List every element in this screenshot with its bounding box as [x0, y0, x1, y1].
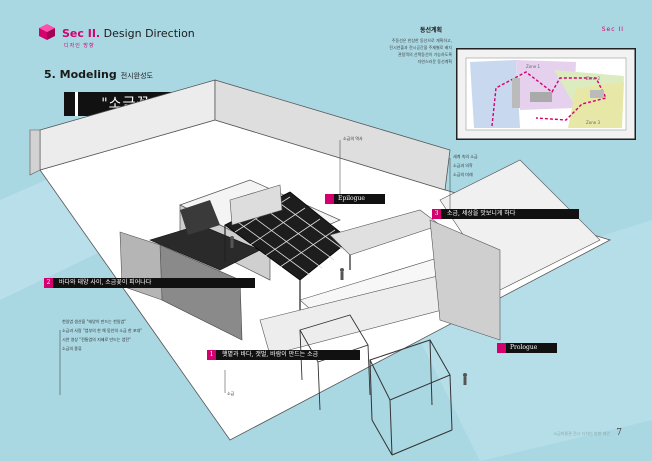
- section-prefix: Sec II.: [62, 27, 101, 40]
- plan-zone-label: Zone 2: [586, 76, 600, 81]
- zone2-note-item: 소금과 사람 "염부의 한 해 동안의 소금 한 포대": [62, 328, 143, 333]
- footer-text: 소금박물관 전시 디자인 방향 제안: [553, 431, 610, 436]
- epilogue-marker: [325, 194, 334, 204]
- plan-zone-label: Zone 3: [586, 120, 600, 125]
- salt-history-note: 소금의 역사: [343, 136, 363, 141]
- circulation-desc-line: 자연스러운 동선계획: [417, 59, 452, 64]
- zone1-sub-note: 소금: [227, 391, 235, 396]
- circulation-plan: Zone 1 Zone 2 Zone 3: [456, 48, 636, 140]
- section-header: Sec II. Design Direction: [62, 27, 195, 40]
- page-number: 7: [616, 428, 622, 438]
- section-subtitle: 디자인 방향: [64, 43, 95, 49]
- zone1-text: 햇볕과 바다, 갯벌, 바람이 만드는 소금: [216, 350, 360, 360]
- zone3-note-item: 소금과 의학: [453, 163, 473, 168]
- modeling-title-text: 5. Modeling: [44, 68, 117, 81]
- zone3-number: 3: [432, 209, 441, 219]
- zone3-note-item: 세계 속의 소금: [453, 154, 478, 159]
- zone2-notes: 천일염 생산을 "태양이 만드는 천일염" 소금과 사람 "염부의 한 해 동안…: [62, 317, 142, 353]
- epilogue-text: Epilogue: [334, 194, 385, 204]
- prologue-text: Prologue: [506, 343, 558, 353]
- prologue-label: Prologue: [497, 343, 558, 353]
- plan-zone-label: Zone 1: [526, 64, 540, 69]
- page-section-tag: Sec II: [601, 26, 624, 33]
- modeling-subtitle: 전시완성도: [120, 72, 153, 80]
- circulation-desc-line: 전시연출과 전시공간을 주제별로 배치: [389, 45, 452, 50]
- circulation-desc-line: 주동선은 한상한 동선으로 계획하고,: [391, 38, 452, 43]
- cube-logo-icon: [39, 24, 55, 40]
- banner-tick-left: [75, 92, 78, 116]
- zone1-number: 1: [207, 350, 216, 360]
- zone3-note-item: 소금의 미래: [453, 172, 473, 177]
- circulation-desc-line: 관람객의 선택동선이 가능하도록: [397, 52, 452, 57]
- circulation-desc: 주동선은 한상한 동선으로 계획하고, 전시연출과 전시공간을 주제별로 배치 …: [358, 37, 452, 65]
- epilogue-label: Epilogue: [325, 194, 385, 204]
- zone2-text: 바다와 태양 사이, 소금꽃이 피어나다: [53, 278, 255, 288]
- zone2-number: 2: [44, 278, 53, 288]
- zone3-text: 소금, 세상을 맛보니게 하다: [441, 209, 579, 219]
- circulation-title: 동선계획: [420, 27, 443, 34]
- zone3-notes: 세계 속의 소금 소금과 의학 소금의 미래: [453, 152, 478, 179]
- zone2-note-item: 소금의 종류: [62, 346, 82, 351]
- section-title: Design Direction: [103, 27, 195, 40]
- zone2-note-item: 시연 영상 "전통염의 지혜로 만드는 염전": [62, 337, 131, 342]
- prologue-marker: [497, 343, 506, 353]
- zone2-note-item: 천일염 생산을 "태양이 만드는 천일염": [62, 319, 126, 324]
